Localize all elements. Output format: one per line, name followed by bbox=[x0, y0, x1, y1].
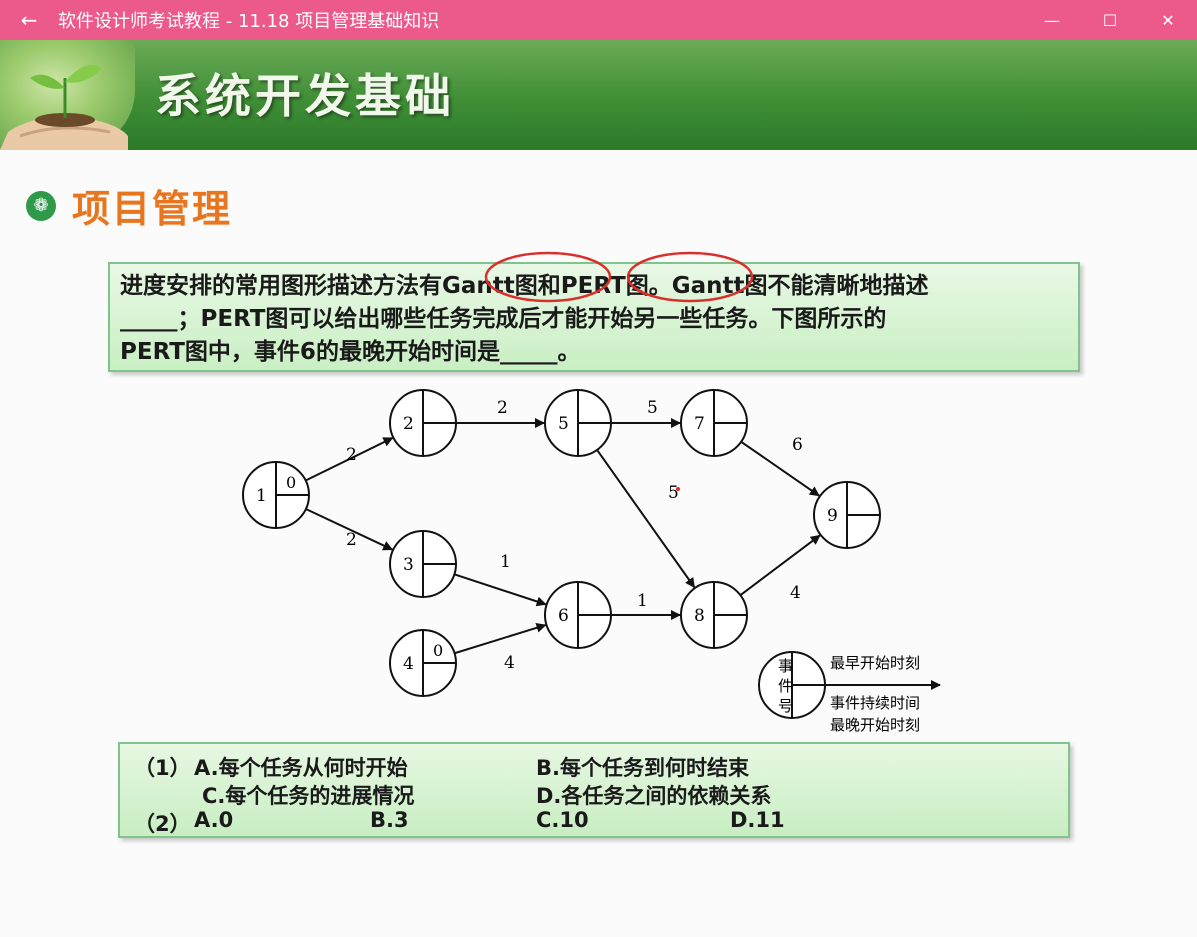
q2-prefix: （2） bbox=[134, 812, 191, 836]
node-7: 7 bbox=[680, 389, 748, 457]
pert-legend: 事 件 号 最早开始时刻 事件持续时间 最晚开始时刻 bbox=[758, 651, 941, 734]
window-titlebar: ← 软件设计师考试教程 - 11.18 项目管理基础知识 — ☐ ✕ bbox=[0, 0, 1197, 40]
edge-3-6 bbox=[454, 573, 547, 607]
edge-label-5-7: 5 bbox=[647, 398, 658, 418]
node-5: 5 bbox=[544, 389, 612, 457]
window-title: 软件设计师考试教程 - 11.18 项目管理基础知识 bbox=[58, 11, 440, 32]
section-title-text: 项目管理 bbox=[72, 187, 233, 231]
legend-char-3: 号 bbox=[778, 697, 793, 715]
q1-prefix: （1） bbox=[134, 756, 191, 780]
question-line-3: PERT图中，事件6的最晚开始时间是_____。 bbox=[120, 339, 581, 365]
legend-earliest: 最早开始时刻 bbox=[830, 654, 920, 672]
node-early-1: 0 bbox=[286, 473, 296, 492]
node-id-8: 8 bbox=[694, 606, 705, 626]
edge-5-8 bbox=[596, 449, 696, 589]
red-circle-pert bbox=[626, 251, 754, 303]
node-id-2: 2 bbox=[403, 414, 414, 434]
legend-duration: 事件持续时间 bbox=[830, 694, 920, 712]
node-id-3: 3 bbox=[403, 555, 414, 575]
q1-option-b: B.每个任务到何时结束 bbox=[536, 756, 749, 780]
edge-1-2 bbox=[305, 437, 394, 482]
q2-option-d: D.11 bbox=[730, 808, 785, 832]
q2-option-b: B.3 bbox=[370, 808, 409, 832]
seedling-icon bbox=[0, 65, 128, 150]
node-id-1: 1 bbox=[256, 486, 267, 506]
node-id-5: 5 bbox=[558, 414, 569, 434]
node-1: 10 bbox=[242, 461, 310, 529]
edge-4-6 bbox=[454, 622, 547, 655]
question-line-1: 进度安排的常用图形描述方法有Gantt图和PERT图。Gantt图不能清晰地描述 bbox=[120, 273, 929, 299]
node-id-6: 6 bbox=[558, 606, 569, 626]
red-dot-annotation bbox=[676, 487, 680, 491]
q1-option-a: A.每个任务从何时开始 bbox=[194, 756, 408, 780]
edge-label-8-9: 4 bbox=[790, 583, 801, 603]
q1-option-d: D.各任务之间的依赖关系 bbox=[536, 784, 772, 808]
q2-option-a: A.0 bbox=[194, 808, 234, 832]
question-line-2: _____；PERT图可以给出哪些任务完成后才能开始另一些任务。下图所示的 bbox=[120, 306, 887, 332]
question-box: 进度安排的常用图形描述方法有Gantt图和PERT图。Gantt图不能清晰地描述… bbox=[108, 262, 1080, 372]
seedling-hand-image bbox=[0, 40, 135, 150]
q2-option-c: C.10 bbox=[536, 808, 589, 832]
edge-label-1-3: 2 bbox=[346, 530, 357, 550]
annotation-overlay bbox=[484, 251, 754, 303]
edge-label-6-8: 1 bbox=[637, 591, 648, 611]
slide-banner: 系统开发基础 bbox=[0, 40, 1197, 150]
q1-option-c: C.每个任务的进展情况 bbox=[202, 784, 415, 808]
legend-latest: 最晚开始时刻 bbox=[830, 716, 920, 734]
section-heading: ❁ 项目管理 bbox=[26, 178, 232, 233]
node-6: 6 bbox=[544, 581, 612, 649]
node-early-4: 0 bbox=[433, 641, 443, 660]
back-arrow-icon[interactable]: ← bbox=[20, 8, 38, 32]
red-circle-gantt bbox=[484, 251, 612, 303]
legend-char-2: 件 bbox=[778, 677, 793, 695]
legend-char-1: 事 bbox=[778, 657, 793, 675]
edge-label-3-6: 1 bbox=[500, 552, 511, 572]
video-frame[interactable]: 系统开发基础 ❁ 项目管理 进度安排的常用图形描述方法有Gantt图和PERT图… bbox=[0, 40, 1197, 937]
edge-1-3 bbox=[305, 508, 394, 551]
minimize-icon[interactable]: — bbox=[1044, 10, 1060, 30]
edge-label-1-2: 2 bbox=[346, 445, 357, 465]
options-box: （1） A.每个任务从何时开始 B.每个任务到何时结束 C.每个任务的进展情况 … bbox=[118, 742, 1070, 838]
maximize-icon[interactable]: ☐ bbox=[1102, 10, 1118, 30]
edge-label-4-6: 4 bbox=[504, 653, 515, 673]
edge-label-5-8: 5 bbox=[668, 483, 679, 503]
node-2: 2 bbox=[389, 389, 457, 457]
flower-bullet-icon: ❁ bbox=[26, 190, 56, 221]
node-id-4: 4 bbox=[403, 654, 414, 674]
edge-7-9 bbox=[740, 440, 820, 497]
node-3: 3 bbox=[389, 530, 457, 598]
node-4: 40 bbox=[389, 629, 457, 697]
node-9: 9 bbox=[813, 481, 881, 549]
slide-banner-title: 系统开发基础 bbox=[155, 69, 455, 123]
node-id-9: 9 bbox=[827, 506, 838, 526]
edge-8-9 bbox=[739, 534, 821, 596]
edge-label-7-9: 6 bbox=[792, 435, 803, 455]
pert-edges: 2 2 2 1 4 5 5 1 6 4 bbox=[305, 398, 821, 673]
node-id-7: 7 bbox=[694, 414, 705, 434]
node-8: 8 bbox=[680, 581, 748, 649]
close-icon[interactable]: ✕ bbox=[1161, 10, 1175, 30]
edge-label-2-5: 2 bbox=[497, 398, 508, 418]
